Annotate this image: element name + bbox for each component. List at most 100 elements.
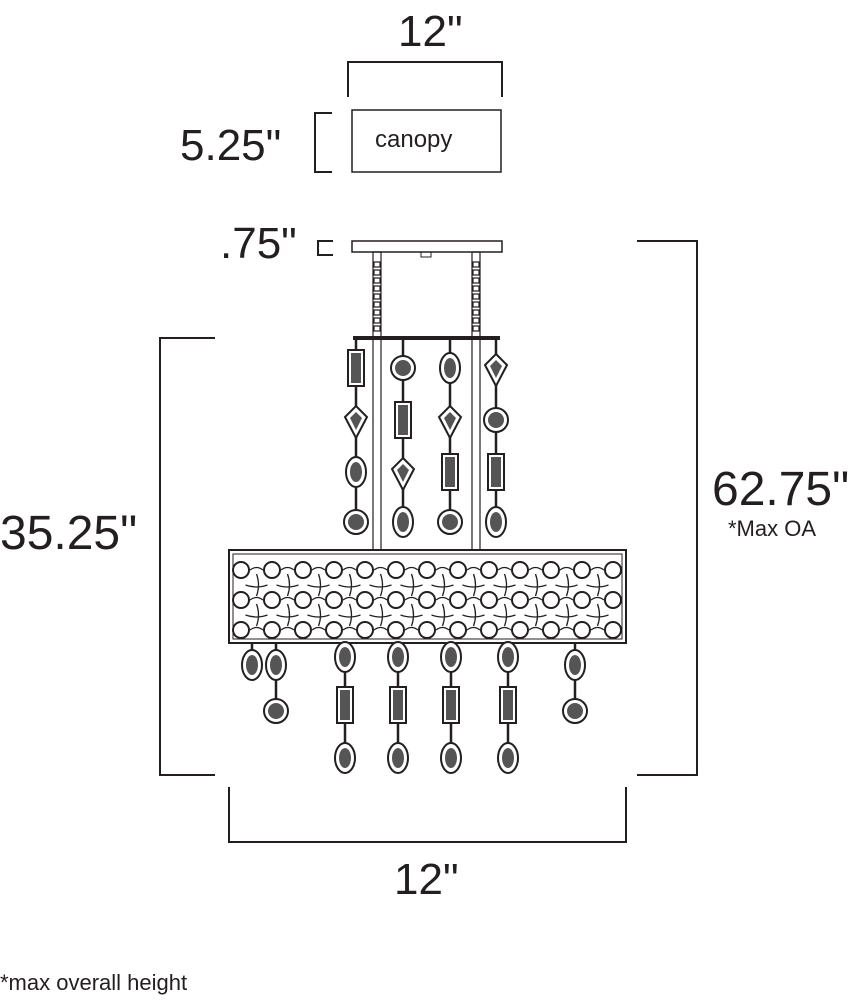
shade-ring	[542, 561, 560, 579]
plate-height-label: .75"	[220, 219, 297, 268]
chain-link	[373, 277, 381, 284]
crystal-detail	[340, 690, 350, 720]
shade-ring	[387, 621, 405, 639]
chain-link	[472, 269, 480, 276]
fixture-height-bracket	[159, 337, 215, 776]
shade-ring	[325, 561, 343, 579]
shade-lattice	[342, 596, 357, 601]
crystal-detail	[392, 647, 404, 667]
chain-link	[472, 325, 480, 332]
canopy-height-bracket	[314, 112, 332, 173]
crystal-detail	[270, 655, 282, 675]
chain-link	[373, 301, 381, 308]
shade-lattice	[404, 626, 419, 631]
shade-ring	[232, 621, 250, 639]
shade-lattice	[373, 626, 388, 631]
shade-lattice	[280, 566, 295, 571]
shade-ring	[604, 561, 622, 579]
shade-lattice	[524, 573, 547, 597]
shade-lattice	[493, 603, 516, 627]
shade-lattice	[466, 596, 481, 601]
shade	[228, 549, 627, 644]
shade-ring	[604, 621, 622, 639]
shade-lattice	[555, 573, 578, 597]
shade-ring	[418, 591, 436, 609]
crystal-detail	[503, 690, 513, 720]
fixture-height-label: 35.25"	[0, 507, 138, 560]
shade-ring	[232, 591, 250, 609]
shade-lattice	[435, 626, 450, 631]
footnote: *max overall height	[0, 970, 188, 995]
crystal-detail	[490, 360, 502, 378]
chain-link	[472, 277, 480, 284]
shade-lattice	[249, 596, 264, 601]
crystal-detail	[350, 462, 362, 482]
shade-lattice	[493, 573, 516, 597]
shade-lattice	[559, 596, 574, 601]
crystal-detail	[397, 464, 409, 482]
shade-ring	[294, 561, 312, 579]
shade-ring	[263, 621, 281, 639]
chain-link	[373, 269, 381, 276]
shade-lattice	[404, 596, 419, 601]
overall-height-label: 62.75"	[712, 463, 850, 516]
shade-ring	[449, 621, 467, 639]
crystal-detail	[442, 514, 458, 530]
fixture-width-bracket	[228, 787, 627, 843]
shade-lattice	[586, 573, 609, 597]
crystal-detail	[446, 690, 456, 720]
shade-lattice	[400, 573, 423, 597]
shade-lattice	[338, 573, 361, 597]
shade-lattice	[369, 573, 392, 597]
shade-ring	[263, 591, 281, 609]
ceiling-plate	[351, 240, 503, 253]
chain-link	[373, 285, 381, 292]
crystal-detail	[444, 358, 456, 378]
crystal-detail	[392, 748, 404, 768]
shade-ring	[573, 561, 591, 579]
shade-lattice	[245, 603, 268, 627]
shade-lattice	[559, 626, 574, 631]
shade-lattice	[400, 603, 423, 627]
crystal-detail	[339, 748, 351, 768]
chain-link	[472, 301, 480, 308]
crystal-detail	[488, 412, 504, 428]
chain-link	[373, 317, 381, 324]
shade-ring	[604, 591, 622, 609]
canopy-height-label: 5.25"	[180, 121, 282, 170]
shade-lattice	[497, 596, 512, 601]
crystal-detail	[502, 647, 514, 667]
canopy-box	[351, 109, 502, 173]
shade-lattice	[590, 566, 605, 571]
shade-lattice	[435, 596, 450, 601]
shade-lattice	[559, 566, 574, 571]
shade-lattice	[466, 626, 481, 631]
chain-link	[472, 285, 480, 292]
shade-lattice	[462, 573, 485, 597]
shade-lattice	[404, 566, 419, 571]
overall-height-bracket	[637, 240, 698, 776]
shade-ring	[263, 561, 281, 579]
shade-ring	[480, 561, 498, 579]
crystal-detail	[393, 690, 403, 720]
crystal-detail	[350, 412, 362, 430]
crystal-detail	[397, 512, 409, 532]
shade-ring	[573, 621, 591, 639]
shade-lattice	[311, 626, 326, 631]
shade-lattice	[280, 596, 295, 601]
shade-ring	[418, 621, 436, 639]
shade-lattice	[524, 603, 547, 627]
shade-lattice	[462, 603, 485, 627]
crystal-detail	[398, 405, 408, 435]
shade-lattice	[497, 626, 512, 631]
shade-lattice	[373, 566, 388, 571]
fixture-width-label: 12"	[394, 855, 459, 904]
shade-lattice	[338, 603, 361, 627]
shade-lattice	[369, 603, 392, 627]
shade-lattice	[249, 566, 264, 571]
crystal-detail	[395, 360, 411, 376]
shade-lattice	[245, 573, 268, 597]
crystal-detail	[445, 457, 455, 487]
crystal-detail	[490, 512, 502, 532]
